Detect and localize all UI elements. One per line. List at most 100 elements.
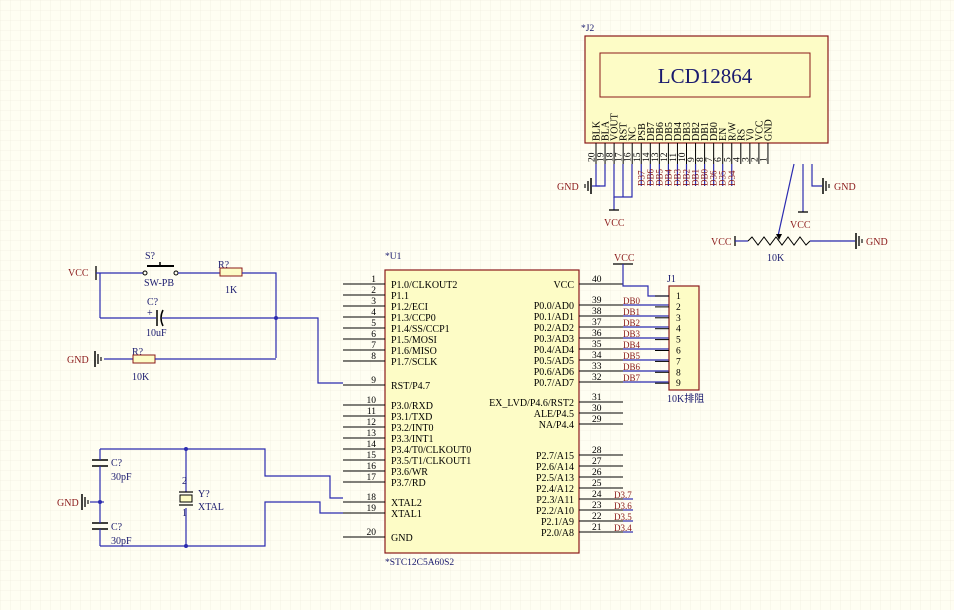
lcd-net-label: D36 bbox=[709, 170, 719, 186]
mcu-pin-name: P1.0/CLKOUT2 bbox=[391, 280, 457, 291]
mcu-pin-number: 15 bbox=[367, 451, 377, 461]
lcd-pin-name: DB0 bbox=[709, 122, 720, 141]
lcd-pin-number: 8 bbox=[696, 157, 706, 162]
lcd-net-label: D34 bbox=[727, 170, 737, 186]
gnd-label-lcd-right: GND bbox=[834, 182, 856, 193]
r2-value: 10K bbox=[132, 372, 150, 383]
push-switch[interactable]: S? SW-PB bbox=[142, 251, 179, 289]
mcu-pin-number: 4 bbox=[371, 308, 376, 318]
mcu-pin-name: P1.6/MISO bbox=[391, 346, 437, 357]
lcd-pin-number: 4 bbox=[732, 157, 742, 162]
mcu-pin-name: P2.0/A8 bbox=[541, 528, 574, 539]
wire bbox=[777, 163, 795, 237]
mcu-pin-number: 2 bbox=[371, 286, 376, 296]
mcu-pin-name: GND bbox=[391, 533, 413, 544]
lcd-pin-name: DB7 bbox=[646, 122, 657, 141]
lcd-pin-number: 17 bbox=[615, 152, 625, 162]
j1-pin-number: 7 bbox=[676, 357, 681, 367]
mcu-net-label: DB2 bbox=[623, 318, 640, 328]
mcu-pin-number: 28 bbox=[592, 446, 602, 456]
vcc-label-mcu: VCC bbox=[614, 253, 635, 264]
mcu-pin-name: VCC bbox=[553, 280, 574, 291]
mcu-pin-number: 31 bbox=[592, 393, 602, 403]
lcd-net-label: DB3 bbox=[672, 168, 682, 186]
mcu-pin-number: 36 bbox=[592, 329, 602, 339]
lcd-pin-number: 1 bbox=[759, 157, 769, 162]
mcu-pin-number: 1 bbox=[371, 275, 376, 285]
j1-pin-number: 6 bbox=[676, 347, 681, 357]
gnd-label-lcd-left: GND bbox=[557, 182, 579, 193]
mcu-pin-name: XTAL2 bbox=[391, 498, 422, 509]
lcd-pin-name: RS bbox=[736, 129, 747, 141]
c2-value: 30pF bbox=[111, 536, 132, 547]
mcu-net-label: DB3 bbox=[623, 329, 641, 339]
lcd-net-label: DB5 bbox=[654, 168, 664, 186]
gnd-label-reset: GND bbox=[67, 355, 89, 366]
mcu-pin-number: 19 bbox=[367, 504, 377, 514]
mcu-pin-number: 22 bbox=[592, 512, 602, 522]
lcd-pin-name: NC bbox=[628, 127, 639, 141]
mcu-pin-number: 24 bbox=[592, 490, 602, 500]
lcd-pin-number: 19 bbox=[597, 152, 607, 162]
r1-body bbox=[219, 267, 243, 277]
lcd-pin-number: 3 bbox=[741, 157, 751, 162]
c1-ref: C? bbox=[111, 458, 123, 469]
mcu-net-label: DB0 bbox=[623, 296, 641, 306]
gnd-label-xtal: GND bbox=[57, 498, 79, 509]
crystal[interactable]: 2 1 Y? XTAL bbox=[179, 447, 224, 548]
cap-plate bbox=[160, 309, 164, 327]
mcu-pin-name: P3.2/INT0 bbox=[391, 423, 434, 434]
mcu-pin-name: P3.7/RD bbox=[391, 478, 426, 489]
pot-wiper bbox=[776, 234, 782, 240]
mcu-pin-number: 8 bbox=[371, 352, 376, 362]
potentiometer[interactable]: VCC GND 10K bbox=[711, 233, 888, 264]
vcc-label-lcd: VCC bbox=[604, 218, 625, 229]
mcu-pin-name: P0.7/AD7 bbox=[534, 378, 574, 389]
c-reset-value: 10uF bbox=[146, 328, 167, 339]
mcu-pin-name: P3.0/RXD bbox=[391, 401, 433, 412]
c1-value: 30pF bbox=[111, 472, 132, 483]
mcu-pin-name: P0.0/AD0 bbox=[534, 301, 574, 312]
mcu-pin-number: 33 bbox=[592, 362, 602, 372]
lcd-pin-name: VCC bbox=[754, 120, 765, 141]
lcd-pin-number: 14 bbox=[642, 152, 652, 162]
vcc-label-reset: VCC bbox=[68, 268, 89, 279]
xtal-body bbox=[179, 494, 193, 503]
lcd-power-wiring: GND VCC GND VCC bbox=[557, 163, 856, 237]
xtal-value: XTAL bbox=[198, 502, 224, 513]
j1-pin-number: 4 bbox=[676, 325, 681, 335]
mcu-pin-number: 10 bbox=[367, 396, 377, 406]
lcd-pin-name: DB3 bbox=[682, 122, 693, 141]
lcd-net-label: D37 bbox=[636, 170, 646, 186]
mcu-pin-number: 40 bbox=[592, 275, 602, 285]
j1-pin-number: 5 bbox=[676, 336, 681, 346]
j1-label: 10K排阻 bbox=[667, 392, 704, 405]
mcu-pin-number: 21 bbox=[592, 523, 602, 533]
lcd-module[interactable]: *J2 LCD12864 BLK20BLA19VOUT18RST17NC16PS… bbox=[581, 24, 829, 186]
pot-value: 10K bbox=[767, 253, 785, 264]
mcu-part: *STC12C5A60S2 bbox=[385, 558, 454, 568]
mcu-pin-number: 29 bbox=[592, 415, 602, 425]
resistor-1k[interactable]: R? 1K bbox=[218, 260, 243, 296]
mcu-pin-name: P1.5/MOSI bbox=[391, 335, 437, 346]
wire bbox=[100, 501, 343, 547]
mcu-pin-name: P3.6/WR bbox=[391, 467, 428, 478]
cap-plus-label: + bbox=[147, 308, 153, 319]
lcd-pin-name: RST bbox=[619, 123, 630, 141]
lcd-net-label: DB1 bbox=[691, 169, 701, 186]
c-reset-ref: C? bbox=[147, 297, 159, 308]
capacitor-10uf[interactable]: C? + 10uF bbox=[146, 297, 167, 339]
mcu-net-label: DB4 bbox=[623, 340, 641, 350]
mcu-pin-number: 32 bbox=[592, 373, 602, 383]
mcu-net-label: DB6 bbox=[623, 362, 641, 372]
mcu-pin-name: P2.4/A12 bbox=[536, 484, 574, 495]
lcd-pin-name: BLK bbox=[592, 120, 603, 141]
lcd-pin-number: 5 bbox=[723, 157, 733, 162]
switch-ref: S? bbox=[145, 251, 156, 262]
mcu-pin-name: P2.3/A11 bbox=[536, 495, 574, 506]
mcu-pin-name: P3.4/T0/CLKOUT0 bbox=[391, 445, 471, 456]
